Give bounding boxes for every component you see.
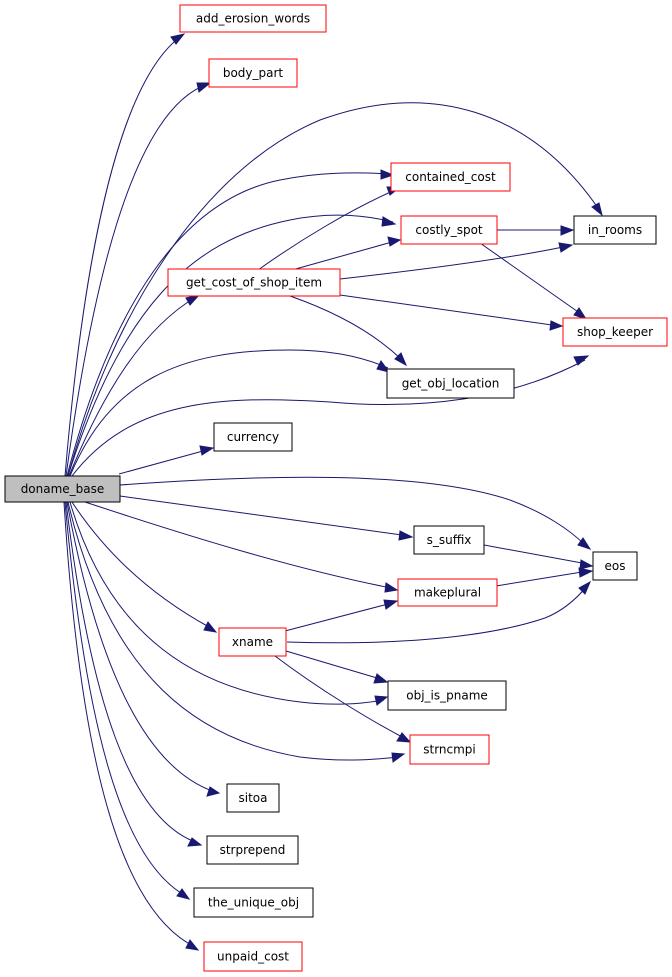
edge-doname_base-in_rooms [67, 102, 603, 477]
edge-doname_base-currency [118, 445, 215, 475]
node-label: strprepend [220, 843, 286, 857]
node-label: obj_is_pname [406, 689, 488, 703]
node-label: get_obj_location [402, 377, 500, 391]
node-label: body_part [223, 66, 284, 80]
node-label: makeplural [414, 586, 481, 600]
node-label: doname_base [21, 482, 105, 496]
node-sitoa[interactable]: sitoa [226, 783, 280, 813]
node-label: the_unique_obj [208, 896, 299, 910]
edge-doname_base-unpaid_cost [63, 501, 200, 951]
edge-s_suffix-eos [483, 544, 594, 570]
node-label: add_erosion_words [196, 12, 310, 26]
edge-get_cost_of_shop_item-contained_cost [257, 186, 402, 271]
edge-xname-strncmpi [274, 655, 412, 743]
edge-doname_base-get_obj_location [69, 349, 391, 477]
edge-doname_base-strprepend [65, 501, 203, 847]
edge-makeplural-eos [495, 567, 594, 587]
edge-doname_base-add_erosion_words [64, 33, 186, 477]
node-add_erosion_words[interactable]: add_erosion_words [179, 4, 327, 33]
node-label: currency [227, 430, 279, 444]
edge-doname_base-obj_is_pname [69, 501, 389, 706]
node-label: strncmpi [423, 743, 476, 757]
edge-doname_base-makeplural [84, 501, 399, 593]
node-label: get_cost_of_shop_item [186, 276, 322, 290]
edge-doname_base-the_unique_obj [64, 501, 191, 900]
node-strncmpi[interactable]: strncmpi [409, 734, 490, 765]
node-label: shop_keeper [577, 325, 653, 339]
node-s_suffix[interactable]: s_suffix [413, 525, 485, 555]
edge-xname-eos [286, 580, 592, 644]
node-shop_keeper[interactable]: shop_keeper [562, 317, 668, 347]
edge-costly_spot-shop_keeper [479, 242, 588, 320]
edge-get_cost_of_shop_item-shop_keeper [339, 294, 564, 331]
node-obj_is_pname[interactable]: obj_is_pname [387, 680, 507, 711]
edge-doname_base-xname [71, 501, 218, 633]
node-label: costly_spot [415, 223, 483, 237]
node-label: xname [232, 635, 273, 649]
node-strprepend[interactable]: strprepend [206, 835, 299, 865]
node-label: in_rooms [588, 223, 642, 237]
node-get_cost_of_shop_item[interactable]: get_cost_of_shop_item [167, 268, 341, 297]
node-doname_base[interactable]: doname_base [4, 475, 121, 503]
edges [63, 33, 603, 951]
edge-get_cost_of_shop_item-costly_spot [291, 236, 402, 271]
node-label: unpaid_cost [217, 950, 289, 964]
nodes: doname_base add_erosion_words body_part … [4, 4, 668, 972]
node-eos[interactable]: eos [592, 551, 638, 581]
node-label: s_suffix [427, 533, 472, 547]
edge-doname_base-get_cost_of_shop_item [68, 294, 201, 477]
edge-xname-makeplural [284, 599, 399, 632]
node-get_obj_location[interactable]: get_obj_location [386, 368, 515, 399]
edge-doname_base-s_suffix [119, 495, 414, 541]
node-label: contained_cost [405, 170, 496, 184]
node-makeplural[interactable]: makeplural [397, 578, 498, 607]
edge-doname_base-strncmpi [67, 501, 406, 763]
node-currency[interactable]: currency [213, 422, 293, 452]
edge-costly_spot-in_rooms [497, 225, 575, 236]
edge-doname_base-eos [119, 476, 592, 550]
edge-get_cost_of_shop_item-get_obj_location [289, 295, 408, 367]
edge-doname_base-contained_cost [66, 169, 395, 477]
edge-doname_base-body_part [65, 82, 212, 477]
node-body_part[interactable]: body_part [208, 58, 298, 88]
node-label: eos [605, 559, 626, 573]
edge-doname_base-sitoa [66, 501, 221, 797]
node-the_unique_obj[interactable]: the_unique_obj [193, 887, 314, 918]
node-label: sitoa [239, 791, 268, 805]
node-xname[interactable]: xname [218, 627, 287, 657]
node-costly_spot[interactable]: costly_spot [400, 215, 498, 245]
edge-doname_base-costly_spot [67, 214, 397, 477]
edge-get_cost_of_shop_item-in_rooms [339, 242, 574, 280]
node-contained_cost[interactable]: contained_cost [390, 162, 511, 192]
node-unpaid_cost[interactable]: unpaid_cost [203, 941, 303, 972]
node-in_rooms[interactable]: in_rooms [573, 215, 657, 245]
edge-xname-obj_is_pname [285, 650, 389, 684]
